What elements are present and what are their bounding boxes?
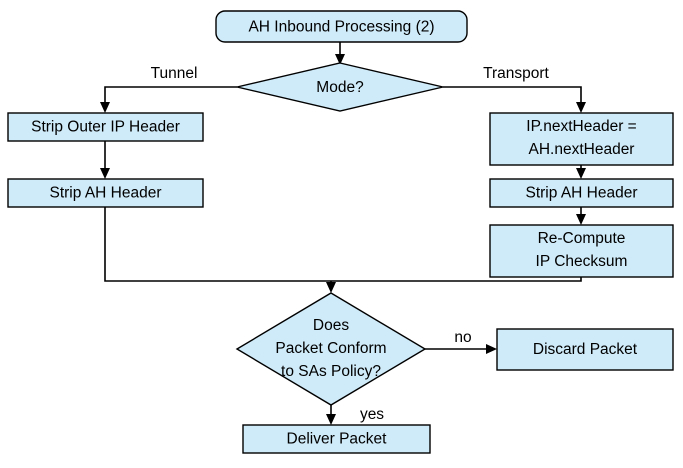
connector-right-merge — [331, 277, 582, 282]
node-strip-ah-header-tunnel-shape — [7, 178, 204, 208]
node-ip-next-header-label-line2: AH.nextHeader — [529, 141, 635, 158]
node-deliver-packet-shape — [242, 424, 431, 454]
node-policy-decision-label-line3: to SAs Policy? — [281, 363, 381, 380]
edge-label-no: no — [454, 329, 471, 346]
node-strip-outer-ip-header-label: Strip Outer IP Header — [31, 119, 180, 136]
node-strip-ah-header-tunnel-label: Strip AH Header — [50, 185, 162, 202]
connector-policy-no — [425, 344, 497, 354]
connector-left-merge — [104, 207, 331, 282]
node-start[interactable]: AH Inbound Processing (2) — [215, 10, 468, 43]
node-recompute-checksum-shape — [489, 224, 674, 278]
node-policy-decision-label-line1: Does — [313, 317, 349, 334]
node-discard-packet-shape — [496, 328, 674, 371]
node-deliver-packet-label: Deliver Packet — [287, 431, 388, 448]
connector-left-1 — [100, 141, 110, 179]
connector-policy-yes — [326, 405, 336, 425]
connector-start-to-mode — [335, 42, 345, 65]
connector-mode-tunnel — [100, 86, 237, 113]
connector-right-1 — [576, 165, 586, 179]
node-recompute-checksum[interactable]: Re-Compute IP Checksum — [489, 224, 674, 278]
node-recompute-checksum-label-line2: IP Checksum — [536, 253, 628, 270]
node-ip-next-header-shape — [489, 112, 674, 166]
edge-label-tunnel: Tunnel — [151, 65, 198, 82]
node-recompute-checksum-label-line1: Re-Compute — [538, 230, 626, 247]
node-policy-decision[interactable]: Does Packet Conform to SAs Policy? — [235, 292, 427, 406]
node-deliver-packet[interactable]: Deliver Packet — [242, 424, 431, 454]
node-start-shape — [215, 10, 468, 43]
connector-merge-to-policy — [326, 281, 336, 293]
node-discard-packet[interactable]: Discard Packet — [496, 328, 674, 371]
node-ip-next-header[interactable]: IP.nextHeader = AH.nextHeader — [489, 112, 674, 166]
node-mode-decision-shape — [236, 62, 444, 112]
node-mode-decision-label: Mode? — [316, 79, 364, 96]
node-discard-packet-label: Discard Packet — [533, 341, 638, 358]
node-strip-outer-ip-header[interactable]: Strip Outer IP Header — [7, 112, 204, 142]
edge-label-transport: Transport — [483, 65, 549, 82]
connector-mode-transport — [443, 86, 586, 113]
node-strip-ah-header-transport-shape — [489, 178, 674, 208]
node-strip-ah-header-tunnel[interactable]: Strip AH Header — [7, 178, 204, 208]
node-mode-decision[interactable]: Mode? — [236, 62, 444, 112]
node-policy-decision-label-line2: Packet Conform — [275, 340, 386, 357]
node-start-label: AH Inbound Processing (2) — [248, 19, 434, 36]
node-ip-next-header-label-line1: IP.nextHeader = — [526, 118, 636, 135]
connector-right-2 — [576, 207, 586, 225]
edge-label-yes: yes — [360, 406, 384, 423]
node-policy-decision-shape — [235, 292, 427, 406]
node-strip-outer-ip-header-shape — [7, 112, 204, 142]
node-strip-ah-header-transport-label: Strip AH Header — [526, 185, 638, 202]
node-strip-ah-header-transport[interactable]: Strip AH Header — [489, 178, 674, 208]
